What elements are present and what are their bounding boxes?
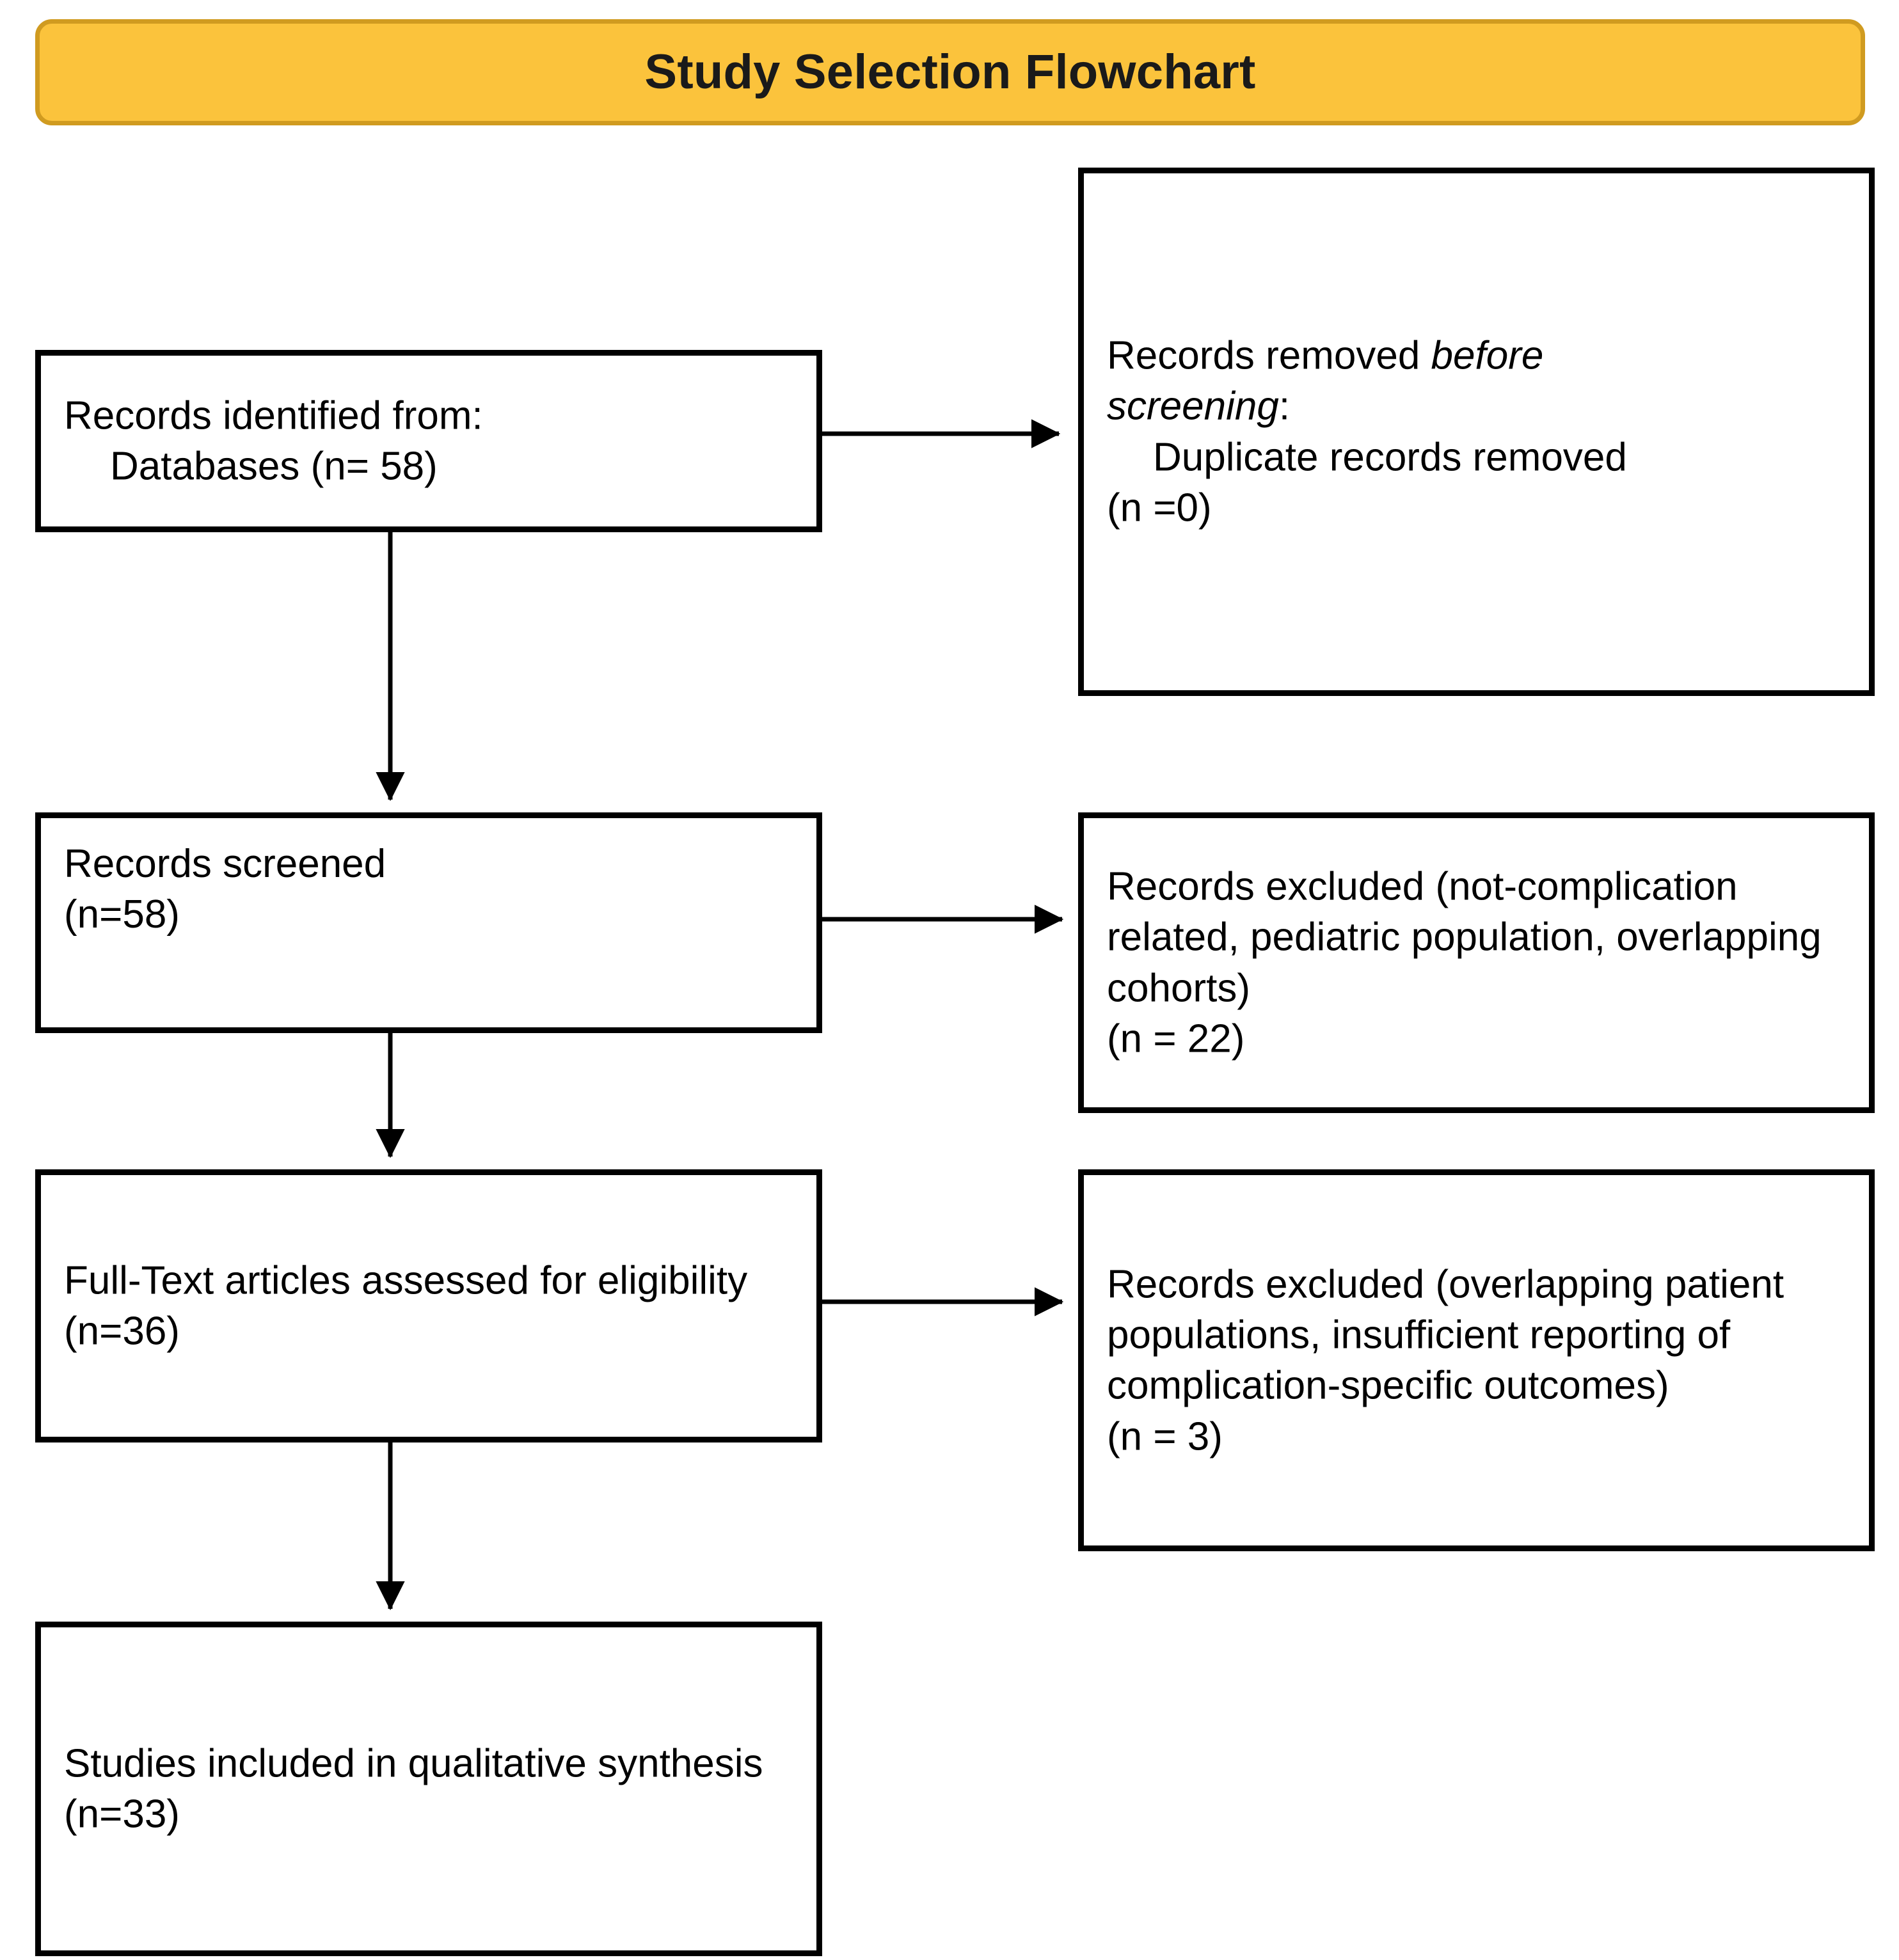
studies-included-line-1: Studies included in qualitative synthesi… xyxy=(64,1741,763,1786)
flowchart-header-banner: Study Selection Flowchart xyxy=(35,19,1865,125)
records-excluded-screening-line-1: Records excluded (not-complication relat… xyxy=(1107,864,1832,1010)
records-screened-line-1: Records screened xyxy=(64,842,386,886)
box-records-removed-before-screening: Records removed before screening: Duplic… xyxy=(1078,168,1875,696)
fulltext-assessed-line-1: Full-Text articles assessed for eligibil… xyxy=(64,1258,759,1354)
box-studies-included: Studies included in qualitative synthesi… xyxy=(35,1622,822,1956)
records-removed-line-3: Duplicate records removed xyxy=(1153,435,1627,479)
records-removed-line-4: (n =0) xyxy=(1107,486,1212,530)
records-identified-line-2: Databases (n= 58) xyxy=(110,444,438,489)
records-excluded-screening-line-2: (n = 22) xyxy=(1107,1016,1245,1061)
box-records-screened: Records screened (n=58) xyxy=(35,812,822,1033)
box-records-excluded-screening: Records excluded (not-complication relat… xyxy=(1078,812,1875,1113)
box-records-identified: Records identified from: Databases (n= 5… xyxy=(35,350,822,532)
records-removed-colon: : xyxy=(1278,384,1291,429)
records-removed-prefix: Records removed xyxy=(1107,333,1431,378)
records-removed-italic-screening: screening xyxy=(1107,384,1279,429)
page-title: Study Selection Flowchart xyxy=(644,45,1256,100)
studies-included-line-2: (n=33) xyxy=(64,1792,180,1837)
records-removed-italic-before: before xyxy=(1431,333,1544,378)
box-records-excluded-fulltext: Records excluded (overlapping patient po… xyxy=(1078,1169,1875,1551)
records-screened-line-2: (n=58) xyxy=(64,892,180,937)
box-fulltext-assessed: Full-Text articles assessed for eligibil… xyxy=(35,1169,822,1442)
records-excluded-fulltext-line-2: (n = 3) xyxy=(1107,1414,1223,1458)
records-excluded-fulltext-line-1: Records excluded (overlapping patient po… xyxy=(1107,1261,1795,1408)
records-identified-line-1: Records identified from: xyxy=(64,393,483,438)
records-removed-line-2: screening: xyxy=(1107,381,1852,432)
records-removed-line-1: Records removed before xyxy=(1107,330,1852,381)
